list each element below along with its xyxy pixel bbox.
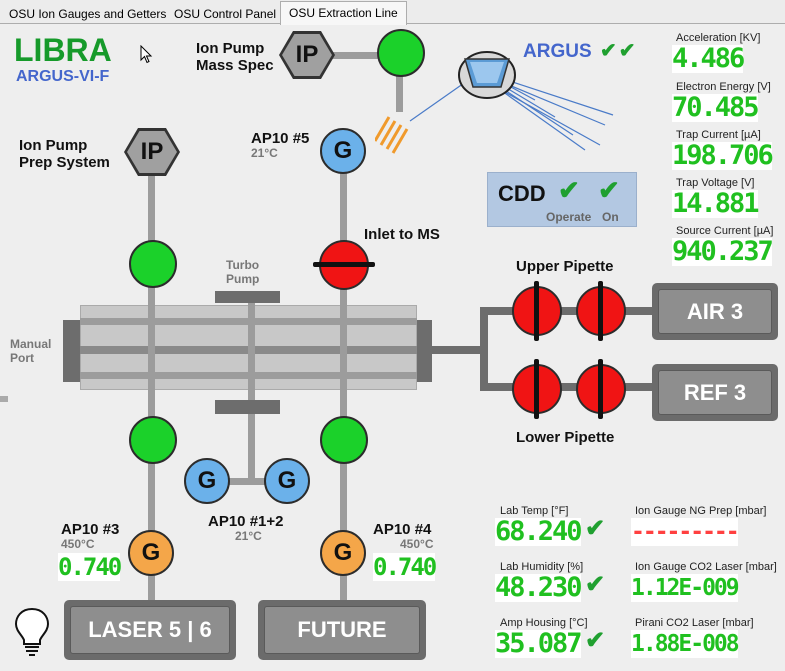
valve-prep-upper[interactable] (129, 240, 177, 288)
pipe-pipette-main (430, 346, 485, 354)
gauge-ap10-3-temp: 450°C (61, 537, 95, 551)
upper-pipette-label: Upper Pipette (516, 258, 614, 275)
lab-temp-label: Lab Temp [°F] (500, 505, 569, 517)
argus-label: ARGUS (523, 41, 592, 62)
gauge-ap10-4-value: 0.740 (373, 553, 437, 581)
ion-gauge-ng-prep-label: Ion Gauge NG Prep [mbar] (635, 505, 767, 517)
future-button[interactable]: FUTURE (258, 600, 426, 660)
readout-acceleration-label: Acceleration [KV] (676, 32, 761, 44)
ion-pump-ms[interactable]: IP (279, 31, 335, 79)
pipe-pipette-junction (480, 307, 488, 389)
tab-bar: OSU Ion Gauges and Getters OSU Control P… (0, 0, 785, 25)
cdd-on-label: On (602, 210, 619, 224)
gauge-ap10-5-label: AP10 #5 (251, 130, 310, 147)
cursor-icon (140, 45, 153, 64)
turbo-flange-bottom (215, 400, 280, 414)
amp-housing-label: Amp Housing [°C] (500, 617, 588, 629)
readout-trap-voltage-label: Trap Voltage [V] (676, 177, 755, 189)
gauge-ap10-3-value: 0.740 (58, 553, 122, 581)
pirani-co2-laser-label: Pirani CO2 Laser [mbar] (635, 617, 754, 629)
gauge-ap10-5-temp: 21°C (251, 146, 278, 160)
cdd-operate-label: Operate (546, 210, 592, 224)
readout-electron-energy-label: Electron Energy [V] (676, 81, 771, 93)
cdd-on-check: ✔ (598, 175, 620, 205)
gauge-ap10-2[interactable]: G (264, 458, 310, 504)
pipe-turbo-vertical (248, 300, 255, 480)
ion-pump-prep[interactable]: IP (124, 128, 180, 176)
manifold-left-crossing (148, 305, 155, 390)
gauge-ap10-4-temp: 450°C (400, 537, 434, 551)
manual-port-flange[interactable] (63, 320, 80, 382)
lab-humidity-check: ✔ (585, 571, 606, 598)
gauge-ap10-3[interactable]: G (128, 530, 174, 576)
gauge-ap10-4[interactable]: G (320, 530, 366, 576)
amp-housing-value: 35.087 (495, 628, 583, 659)
app-title: LIBRA (14, 32, 112, 68)
lab-humidity-value: 48.230 (495, 572, 583, 603)
air-3-button[interactable]: AIR 3 (652, 283, 778, 340)
pipette-flange (417, 320, 432, 382)
lightbulb-icon[interactable] (14, 606, 50, 656)
gauge-ap10-1[interactable]: G (184, 458, 230, 504)
valve-ms-ionpump[interactable] (377, 29, 425, 77)
valve-prep-lower[interactable] (129, 416, 177, 464)
manifold-right-crossing (340, 305, 347, 390)
cdd-operate-check: ✔ (558, 175, 580, 205)
readout-trap-current-label: Trap Current [µA] (676, 129, 761, 141)
readout-source-current-label: Source Current [µA] (676, 225, 774, 237)
readout-source-current-value: 940.237 (672, 236, 774, 267)
ion-gauge-co2-laser-value: 1.12E-009 (631, 574, 740, 602)
ion-gauge-ng-prep-value: --------- (631, 518, 740, 546)
lab-temp-check: ✔ (585, 515, 606, 542)
manifold-mid-crossing (248, 305, 255, 390)
cdd-label: CDD (498, 181, 546, 206)
pipe-ms-pump (326, 52, 402, 59)
argus-spectrometer-icon (375, 51, 614, 154)
gauge-ap10-4-label: AP10 #4 (373, 521, 432, 538)
valve-upper-pipette-1-bar (534, 281, 539, 341)
tab-control-panel[interactable]: OSU Control Panel (174, 7, 277, 21)
gauge-ap10-12-temp: 21°C (235, 529, 262, 543)
argus-status-checks: ✔✔ (600, 40, 638, 62)
turbo-flange-top (215, 291, 280, 303)
gauge-ap10-5[interactable]: G (320, 128, 366, 174)
pipe-ms-down (396, 52, 403, 112)
tab-extraction-line[interactable]: OSU Extraction Line (280, 1, 407, 25)
lab-temp-value: 68.240 (495, 516, 583, 547)
pipe-ap10-12 (207, 478, 289, 485)
app-subtitle: ARGUS-VI-F (16, 68, 110, 85)
readout-acceleration-value: 4.486 (672, 43, 745, 74)
pipe-upper-pipette (480, 307, 660, 315)
cdd-panel: CDD ✔ ✔ Operate On (487, 172, 637, 227)
ion-gauge-co2-laser-label: Ion Gauge CO2 Laser [mbar] (635, 561, 777, 573)
lower-pipette-label: Lower Pipette (516, 429, 615, 446)
pirani-co2-laser-value: 1.88E-008 (631, 630, 740, 658)
valve-future[interactable] (320, 416, 368, 464)
laser-5-6-button[interactable]: LASER 5 | 6 (64, 600, 236, 660)
readout-trap-current-value: 198.706 (672, 140, 774, 171)
valve-upper-pipette-2-bar (598, 281, 603, 341)
valve-lower-pipette-2-bar (598, 359, 603, 419)
lab-humidity-label: Lab Humidity [%] (500, 561, 584, 573)
readout-trap-voltage-value: 14.881 (672, 188, 760, 219)
amp-housing-check: ✔ (585, 627, 606, 654)
valve-lower-pipette-1-bar (534, 359, 539, 419)
gauge-ap10-3-label: AP10 #3 (61, 521, 120, 538)
inlet-to-ms-label: Inlet to MS (364, 226, 440, 243)
tab-ion-gauges[interactable]: OSU Ion Gauges and Getters (9, 7, 167, 21)
left-edge-marker (0, 396, 8, 402)
ref-3-button[interactable]: REF 3 (652, 364, 778, 421)
pipe-lower-pipette (480, 383, 660, 391)
valve-inlet-bar (313, 262, 375, 267)
gauge-ap10-12-label: AP10 #1+2 (208, 513, 284, 530)
readout-electron-energy-value: 70.485 (672, 92, 760, 123)
